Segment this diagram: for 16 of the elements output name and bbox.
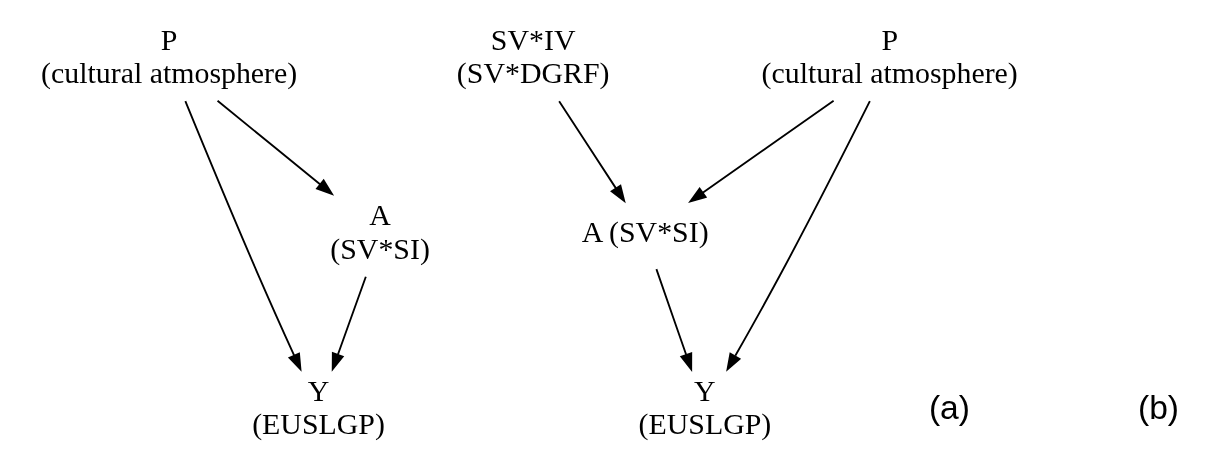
arrow — [184, 100, 302, 372]
node-text: P (cultural atmosphere) — [761, 22, 1018, 90]
label: (b) — [1137, 388, 1180, 426]
node-text: P (cultural atmosphere) — [41, 22, 298, 90]
arrow — [726, 100, 871, 372]
node-text: A (SV*SI) — [581, 215, 709, 249]
node-text: A (SV*SI) — [330, 198, 430, 265]
arrow — [558, 100, 626, 204]
node-text: SV*IV (SV*DGRF) — [456, 22, 610, 90]
node-text: Y (EUSLGP) — [252, 373, 385, 441]
arrow — [655, 268, 693, 372]
arrow — [331, 275, 367, 372]
label: (a) — [928, 388, 970, 426]
arrow — [216, 99, 335, 196]
node-text: Y (EUSLGP) — [638, 373, 772, 441]
arrow — [688, 99, 835, 203]
